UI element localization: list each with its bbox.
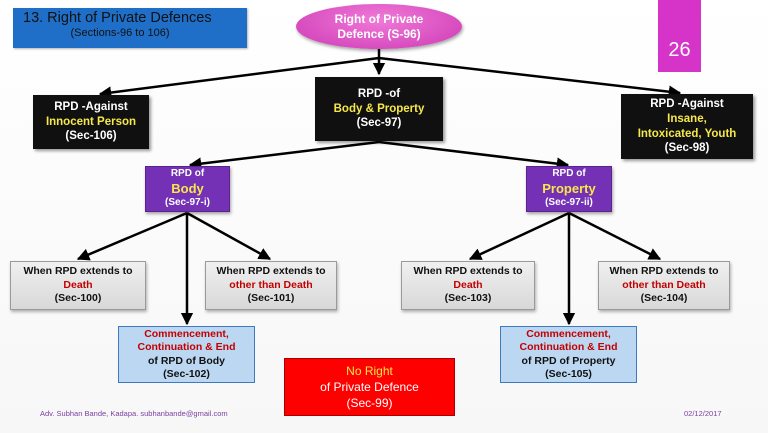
- node-line: RPD -Against: [54, 100, 128, 113]
- arrow-root-left: [98, 56, 380, 99]
- node-line-highlight: Intoxicated, Youth: [637, 127, 737, 140]
- node-line: of RPD of Property: [521, 354, 616, 367]
- node-sec-105: Commencement, Continuation & End of RPD …: [500, 326, 637, 383]
- arrow-body-100: [76, 211, 188, 261]
- root-line1: Right of Private: [334, 11, 424, 26]
- page-number: 26: [658, 0, 701, 72]
- node-section: (Sec-102): [163, 367, 210, 380]
- arrow-property-103: [468, 211, 570, 261]
- node-line-highlight: Commencement,: [144, 328, 229, 341]
- node-line: RPD -of: [357, 87, 401, 100]
- node-sec-101: When RPD extends to other than Death (Se…: [205, 261, 337, 310]
- node-line-highlight: Innocent Person: [45, 115, 137, 128]
- slide-title-box: 13. Right of Private Defences (Sections-…: [13, 8, 247, 48]
- arrow-center-body: [188, 140, 380, 170]
- node-line: When RPD extends to: [23, 265, 133, 278]
- node-line-highlight: Continuation & End: [519, 341, 618, 354]
- node-section: (Sec-99): [346, 396, 393, 411]
- node-line-highlight: No Right: [346, 363, 393, 378]
- node-section: (Sec-100): [54, 292, 102, 305]
- node-rpd-body: RPD of Body (Sec-97-i): [145, 166, 230, 212]
- node-line-highlight: other than Death: [229, 278, 313, 291]
- footer-date: 02/12/2017: [684, 409, 722, 418]
- node-line-highlight: Insane,: [667, 112, 707, 125]
- node-section: (Sec-97): [356, 117, 402, 130]
- node-section: (Sec-104): [640, 292, 688, 305]
- footer-author: Adv. Subhan Bande, Kadapa. subhanbande@g…: [40, 409, 228, 418]
- node-rpd-property: RPD of Property (Sec-97-ii): [526, 166, 612, 212]
- node-body-property: RPD -of Body & Property (Sec-97): [315, 77, 443, 141]
- node-sec-102: Commencement, Continuation & End of RPD …: [118, 326, 255, 383]
- node-section: (Sec-97-i): [164, 197, 210, 209]
- node-line: When RPD extends to: [609, 265, 719, 278]
- node-line: RPD -Against: [650, 97, 724, 110]
- node-section: (Sec-98): [664, 142, 710, 155]
- node-sec-100: When RPD extends to Death (Sec-100): [10, 261, 146, 310]
- node-line-highlight: Body & Property: [333, 102, 425, 115]
- arrow-root-right: [378, 56, 682, 98]
- node-line: of RPD of Body: [148, 354, 225, 367]
- node-no-right: No Right of Private Defence (Sec-99): [284, 358, 455, 416]
- arrow-body-101: [186, 211, 272, 261]
- node-line-highlight: Property: [542, 180, 596, 196]
- node-section: (Sec-101): [247, 292, 295, 305]
- node-sec-103: When RPD extends to Death (Sec-103): [401, 261, 535, 310]
- node-line-highlight: Continuation & End: [137, 341, 236, 354]
- arrow-center-property: [378, 140, 570, 170]
- node-section: (Sec-103): [444, 292, 492, 305]
- node-innocent-person: RPD -Against Innocent Person (Sec-106): [33, 95, 149, 149]
- slide-title: 13. Right of Private Defences: [23, 10, 212, 26]
- root-node: Right of Private Defence (S-96): [296, 4, 462, 49]
- node-line: When RPD extends to: [216, 265, 326, 278]
- node-section: (Sec-97-ii): [545, 197, 593, 209]
- slide-subtitle: (Sections-96 to 106): [70, 26, 170, 39]
- node-line-highlight: other than Death: [622, 278, 706, 291]
- node-line: RPD of: [170, 168, 205, 180]
- node-section: (Sec-106): [65, 130, 117, 143]
- node-insane-intoxicated-youth: RPD -Against Insane, Intoxicated, Youth …: [621, 94, 753, 159]
- arrow-property-104: [568, 211, 662, 261]
- node-section: (Sec-105): [545, 367, 592, 380]
- node-line-highlight: Death: [63, 278, 93, 291]
- node-line-highlight: Commencement,: [526, 328, 611, 341]
- node-sec-104: When RPD extends to other than Death (Se…: [598, 261, 730, 310]
- node-line-highlight: Body: [171, 180, 204, 196]
- node-line: of Private Defence: [320, 379, 419, 394]
- node-line: RPD of: [552, 168, 586, 180]
- node-line-highlight: Death: [453, 278, 483, 291]
- node-line: When RPD extends to: [413, 265, 523, 278]
- root-line2: Defence (S-96): [337, 26, 421, 41]
